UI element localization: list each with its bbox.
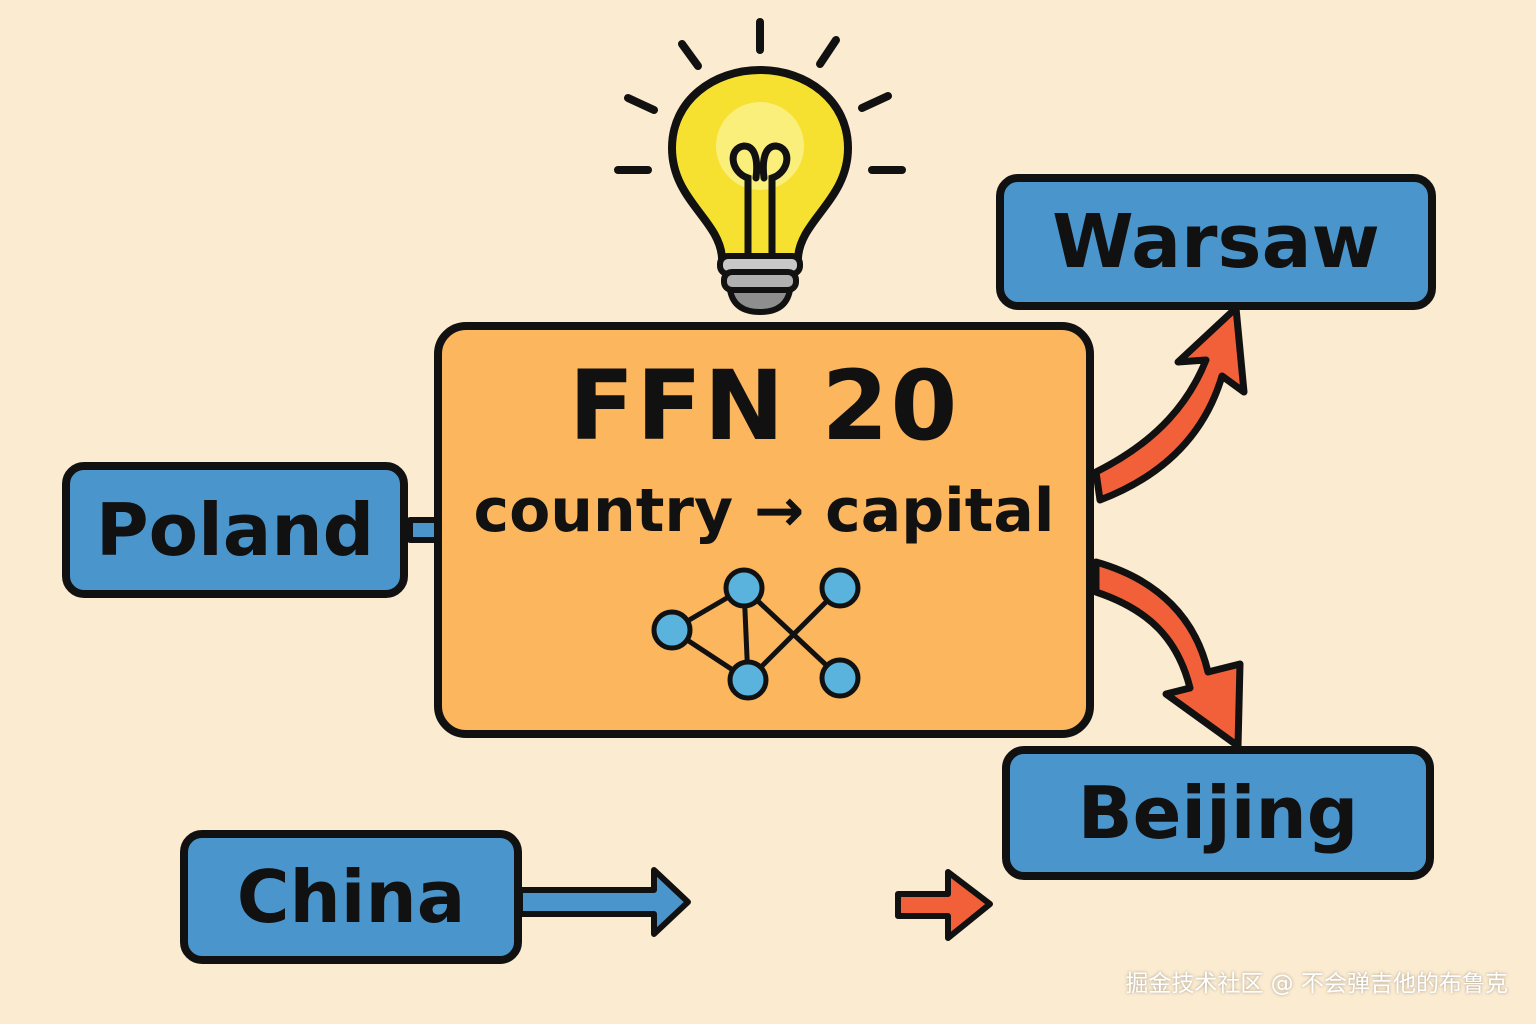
country-label-china: China [236, 855, 466, 939]
capital-label-beijing: Beijing [1077, 771, 1359, 855]
ffn-subtitle: country → capital [473, 476, 1055, 546]
capital-label-warsaw: Warsaw [1052, 199, 1380, 285]
lightbulb-icon [614, 18, 906, 316]
warsaw-output-arrow [1092, 304, 1248, 504]
beijing-input-arrow [895, 869, 993, 941]
beijing-output-arrow [1092, 558, 1244, 750]
ffn-layer-box: FFN 20 country → capital [434, 322, 1094, 738]
country-label-poland: Poland [95, 488, 375, 572]
neural-network-icon [651, 567, 861, 701]
china-input-arrow [517, 867, 691, 937]
ffn-title: FFN 20 [568, 350, 960, 462]
capital-box-warsaw: Warsaw [996, 174, 1436, 310]
watermark-text: 掘金技术社区 @ 不会弹吉他的布鲁克 [1125, 971, 1508, 997]
country-box-china: China [180, 830, 522, 964]
capital-box-beijing: Beijing [1002, 746, 1434, 880]
country-box-poland: Poland [62, 462, 408, 598]
